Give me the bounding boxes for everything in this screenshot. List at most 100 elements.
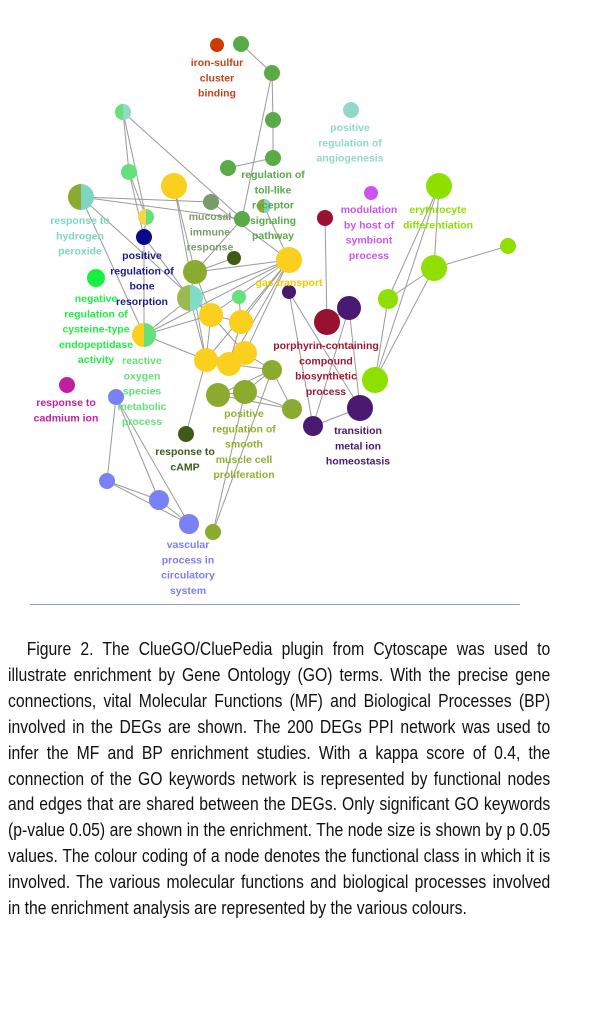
network-node	[234, 211, 250, 227]
label-line: mucosal	[189, 211, 232, 223]
network-node	[265, 112, 281, 128]
network-node	[161, 173, 187, 199]
label-line: differentiation	[403, 219, 473, 231]
network-edge	[348, 307, 361, 409]
label-line: regulation of	[64, 308, 128, 320]
network-nodes	[59, 36, 516, 540]
network-edge	[210, 259, 290, 316]
network-edge	[324, 217, 328, 323]
network-node	[115, 104, 131, 120]
label-line: metal ion	[335, 440, 381, 452]
network-edge	[122, 111, 243, 220]
network-node	[282, 285, 296, 299]
network-node	[194, 348, 218, 372]
label-line: regulation of	[318, 137, 382, 149]
label-line: process	[306, 386, 346, 398]
label-gas-transport: gas transport	[255, 277, 323, 289]
network-node	[265, 150, 281, 166]
label-line: process	[349, 250, 389, 262]
label-line: signaling	[250, 215, 296, 227]
label-line: gas transport	[255, 277, 323, 289]
figure-label: Figure 2.	[26, 638, 94, 659]
network-edge	[244, 259, 290, 354]
network-node	[303, 416, 323, 436]
network-node	[233, 341, 257, 365]
label-line: response	[187, 242, 234, 254]
label-line: cluster	[200, 72, 234, 84]
label-line: compound	[299, 355, 353, 367]
network-node	[276, 247, 302, 273]
network-edge	[288, 291, 314, 427]
network-node	[121, 164, 137, 180]
network-edge	[80, 196, 212, 203]
network-edge	[433, 185, 440, 269]
network-node	[203, 194, 219, 210]
network-edge	[106, 396, 117, 482]
label-line: regulation of	[110, 265, 174, 277]
figure-divider	[30, 604, 520, 605]
label-line: resorption	[116, 296, 168, 308]
network-node	[347, 395, 373, 421]
network-edge	[217, 394, 293, 410]
network-edge	[122, 111, 130, 173]
network-node	[426, 173, 452, 199]
label-line: species	[123, 386, 162, 398]
network-node	[210, 38, 224, 52]
network-edge	[288, 291, 361, 409]
network-node	[178, 426, 194, 442]
label-line: response to	[36, 397, 96, 409]
label-line: symbiont	[346, 235, 393, 247]
network-edge	[194, 259, 290, 273]
network-node	[421, 255, 447, 281]
label-line: proliferation	[213, 469, 274, 481]
network-node	[343, 102, 359, 118]
label-line: process	[122, 416, 162, 428]
network-node	[177, 285, 203, 311]
network-edge	[106, 480, 190, 525]
network-node	[262, 360, 282, 380]
network-edge	[374, 185, 440, 381]
network-node	[179, 514, 199, 534]
network-node	[378, 289, 398, 309]
network-node	[59, 377, 75, 393]
network-edge	[115, 396, 190, 525]
label-line: positive	[330, 122, 370, 134]
network-edge	[115, 396, 160, 501]
network-node	[233, 36, 249, 52]
network-edge	[173, 185, 196, 273]
network-edge	[189, 259, 290, 299]
label-bone-resorption: positive regulation of bone resorption	[110, 250, 174, 308]
label-line: process in	[162, 554, 215, 566]
caption-text: The ClueGO/CluePedia plugin from Cytosca…	[8, 638, 551, 919]
network-edge	[205, 259, 290, 361]
label-line: transition	[334, 425, 382, 437]
label-line: iron-sulfur	[191, 57, 244, 69]
label-line: circulatory	[161, 570, 215, 582]
network-node	[108, 389, 124, 405]
label-line: binding	[198, 88, 236, 100]
network-node	[87, 269, 105, 287]
label-line: positive	[122, 250, 162, 262]
network-node	[282, 399, 302, 419]
label-line: endopeptidase	[59, 339, 133, 351]
network-edge	[128, 171, 147, 218]
network-node	[500, 238, 516, 254]
label-line: cadmium ion	[34, 412, 99, 424]
network-node	[264, 65, 280, 81]
network-node	[314, 309, 340, 335]
label-line: muscle cell	[216, 454, 273, 466]
network-edge	[210, 201, 290, 261]
label-iron-sulfur: iron-sulfur cluster binding	[191, 57, 244, 100]
label-line: oxygen	[124, 370, 161, 382]
network-node	[205, 524, 221, 540]
label-line: bone	[129, 281, 154, 293]
